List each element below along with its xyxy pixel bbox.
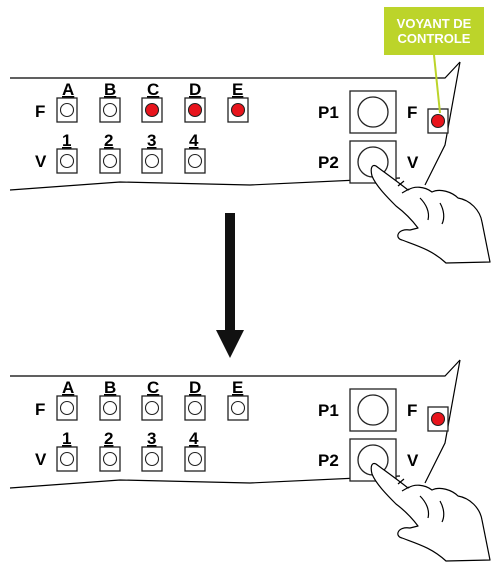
indicator-led — [430, 411, 446, 427]
key-c-led — [144, 400, 160, 416]
row-label-f: F — [35, 400, 45, 419]
p1-label: P1 — [318, 103, 339, 122]
key-4-led — [187, 451, 203, 467]
pointing-hand — [370, 164, 491, 264]
panel-after: F V A B C D E 1 2 3 4 — [9, 359, 491, 562]
v-keys: 1 2 3 4 — [56, 429, 206, 472]
callout-leader-line — [433, 54, 441, 114]
p2-label: P2 — [318, 153, 339, 172]
key-label: 1 — [62, 131, 71, 150]
row-label-f: F — [35, 102, 45, 121]
p1-suffix: F — [407, 401, 417, 420]
p1-button-cap[interactable] — [357, 394, 389, 426]
panel-outline — [9, 61, 461, 191]
key-a-led — [59, 400, 75, 416]
key-label: B — [104, 378, 116, 397]
key-label: A — [62, 80, 74, 99]
key-label: A — [62, 378, 74, 397]
key-2-led — [102, 153, 118, 169]
key-3-led — [144, 451, 160, 467]
callout-line-2: CONTROLE — [397, 31, 471, 46]
key-b-led — [102, 102, 118, 118]
key-3-led — [144, 153, 160, 169]
key-label: 4 — [189, 429, 199, 448]
p2-label: P2 — [318, 451, 339, 470]
key-e-led — [230, 102, 246, 118]
control-indicator-callout: VOYANT DE CONTROLE — [384, 7, 484, 55]
key-1-led — [59, 153, 75, 169]
key-label: D — [189, 80, 201, 99]
callout-line-1: VOYANT DE — [396, 16, 472, 31]
f-keys: A B C D E — [56, 378, 249, 421]
key-label: D — [189, 378, 201, 397]
key-label: 3 — [147, 131, 156, 150]
key-b-led — [102, 400, 118, 416]
panel-outline — [9, 359, 461, 489]
key-label: 1 — [62, 429, 71, 448]
key-2-led — [102, 451, 118, 467]
p2-suffix: V — [407, 153, 419, 172]
key-label: 2 — [104, 131, 113, 150]
key-label: C — [147, 378, 159, 397]
key-d-led — [187, 102, 203, 118]
row-label-v: V — [35, 450, 47, 469]
key-label: 3 — [147, 429, 156, 448]
p1-label: P1 — [318, 401, 339, 420]
key-label: E — [232, 80, 243, 99]
key-label: B — [104, 80, 116, 99]
f-keys: A B C D E — [56, 80, 249, 123]
v-keys: 1 2 3 4 — [56, 131, 206, 174]
key-4-led — [187, 153, 203, 169]
panel-before: F V A B C D E 1 2 3 4 — [9, 54, 491, 264]
row-label-v: V — [35, 152, 47, 171]
key-c-led — [144, 102, 160, 118]
p2-suffix: V — [407, 451, 419, 470]
pointing-hand — [370, 462, 491, 562]
key-label: E — [232, 378, 243, 397]
key-label: 2 — [104, 429, 113, 448]
key-1-led — [59, 451, 75, 467]
indicator-led — [430, 113, 446, 129]
panel-right-edge — [424, 61, 461, 186]
key-a-led — [59, 102, 75, 118]
key-d-led — [187, 400, 203, 416]
key-label: 4 — [189, 131, 199, 150]
p1-suffix: F — [407, 103, 417, 122]
down-arrow-icon — [216, 213, 244, 358]
key-label: C — [147, 80, 159, 99]
panel-right-edge — [424, 359, 461, 484]
p1-button-cap[interactable] — [357, 96, 389, 128]
key-e-led — [230, 400, 246, 416]
